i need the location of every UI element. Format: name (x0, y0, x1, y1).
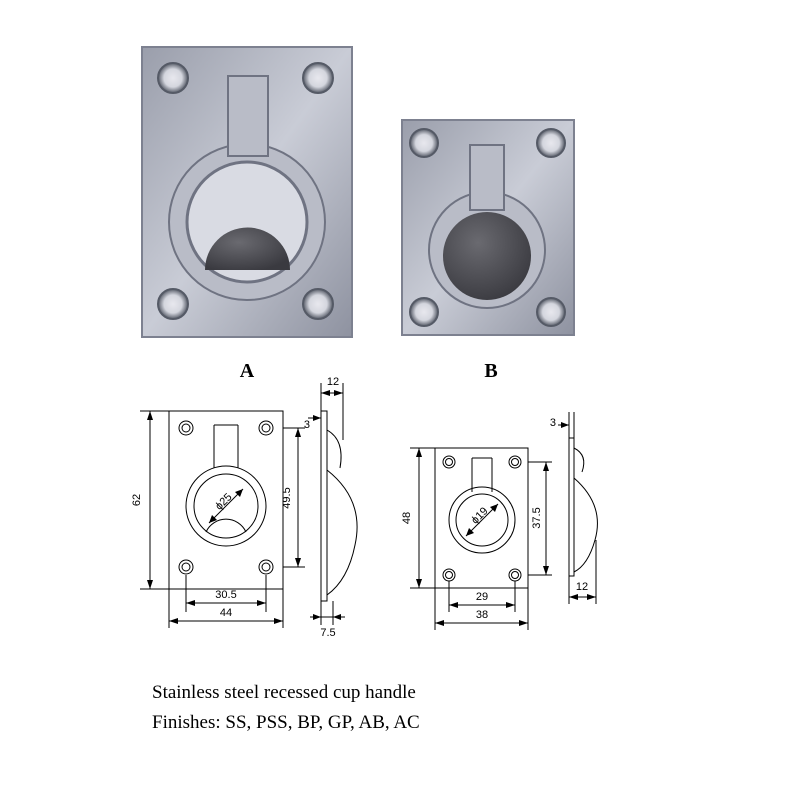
dim-a-diameter: ϕ25 (213, 491, 235, 513)
caption-description: Stainless steel recessed cup handle (152, 682, 416, 703)
dim-a-width: 44 (220, 607, 232, 619)
dim-a-plate: 3 (304, 419, 310, 431)
dim-b-plate: 3 (550, 417, 556, 429)
dim-b-height: 48 (401, 512, 413, 524)
dim-a-ring-height: 49.5 (281, 487, 293, 508)
dim-a-depth: 12 (327, 376, 339, 388)
dim-a-hole-spacing: 30.5 (215, 589, 236, 601)
drawing-b-arrows (416, 422, 596, 626)
drawing-a-front (140, 410, 305, 628)
dim-b-diameter: ϕ19 (469, 505, 491, 527)
dim-b-hole-spacing: 29 (476, 591, 488, 603)
label-a: A (240, 360, 255, 382)
dim-b-width: 38 (476, 609, 488, 621)
drawing-b-side (558, 412, 598, 604)
caption-finishes: Finishes: SS, PSS, BP, GP, AB, AC (152, 712, 420, 733)
handle-a-photo (141, 46, 353, 338)
dim-a-height: 62 (131, 494, 143, 506)
label-b: B (484, 360, 497, 382)
dim-b-ring-height: 37.5 (531, 507, 543, 528)
dim-a-base: 7.5 (320, 627, 335, 639)
drawing-a-arrows (147, 390, 343, 624)
handle-b-photo (401, 119, 575, 336)
dim-b-depth: 12 (576, 581, 588, 593)
